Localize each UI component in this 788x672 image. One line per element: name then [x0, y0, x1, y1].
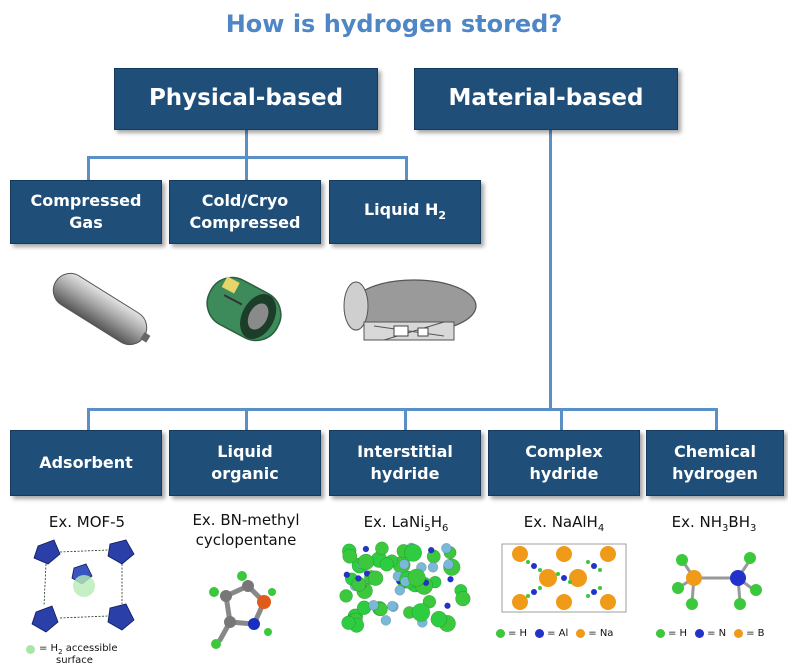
lattice-atom: [386, 600, 398, 612]
connector: [87, 408, 90, 430]
lattice-atom: [430, 610, 448, 628]
connector: [560, 408, 563, 430]
box-label-line1: Cold/Cryo: [201, 191, 289, 211]
lattice-atom: [404, 543, 423, 562]
liquid-h2-tank-image: [343, 279, 477, 341]
bn-methyl-cyclopentane-image: [209, 571, 276, 649]
naalh4-structure-image: [501, 543, 627, 613]
connector: [404, 408, 407, 430]
example-bn-methyl: Ex. BN-methyl cyclopentane: [170, 511, 322, 550]
box-label-line2: hydride: [370, 464, 440, 483]
liquid-organic-box: Liquid organic: [169, 430, 321, 496]
compressed-gas-box: Compressed Gas: [10, 180, 162, 244]
physical-based-box: Physical-based: [114, 68, 378, 130]
physical-based-label: Physical-based: [148, 85, 344, 112]
connector: [245, 130, 248, 158]
example-line1: Ex. BN-methyl: [192, 511, 300, 529]
legend-text: = H: [668, 628, 688, 639]
connector: [245, 408, 248, 430]
lattice-atom: [362, 545, 370, 553]
lattice-atom: [355, 575, 362, 582]
box-label-line2: hydride: [529, 464, 599, 483]
box-label: Liquid H2: [363, 200, 447, 223]
interstitial-hydride-box: Interstitial hydride: [329, 430, 481, 496]
chemical-hydrogen-box: Chemical hydrogen: [646, 430, 784, 496]
connector: [87, 156, 90, 180]
legend-dot-icon: [734, 629, 744, 638]
legend-dot-icon: [26, 645, 35, 654]
lattice-atom: [368, 599, 379, 611]
example-nh3bh3: Ex. NH3BH3: [671, 513, 757, 534]
lattice-atom: [443, 559, 454, 570]
legend-dot-icon: [576, 629, 586, 638]
example-naalh4: Ex. NaAlH4: [523, 513, 605, 534]
lattice-atom: [367, 570, 384, 586]
complex-hydride-legend: = H = Al = Na: [496, 628, 613, 639]
lattice-atom: [455, 591, 471, 607]
example-line2: cyclopentane: [195, 530, 297, 549]
nh3bh3-structure-image: [672, 552, 762, 610]
material-based-label: Material-based: [448, 85, 644, 112]
legend-text: = Na: [588, 628, 614, 639]
lattice-atom: [357, 553, 375, 571]
legend-text: = Al: [547, 628, 569, 639]
box-label-line1: Chemical: [674, 442, 756, 462]
connector: [245, 156, 248, 180]
box-label-line2: Compressed: [189, 213, 301, 232]
connector: [87, 408, 717, 411]
connector: [549, 130, 552, 410]
lattice-atom: [427, 546, 435, 554]
lattice-atom: [407, 568, 426, 587]
lattice-atom: [342, 548, 358, 564]
liquid-h2-box: Liquid H2: [329, 180, 481, 244]
legend-dot-icon: [496, 629, 505, 638]
cryo-compressed-box: Cold/Cryo Compressed: [169, 180, 321, 244]
lani5h6-structure-image: [339, 541, 471, 633]
box-label-line1: Liquid: [217, 442, 273, 462]
material-based-box: Material-based: [414, 68, 678, 130]
lattice-atom: [343, 571, 351, 579]
box-label-line1: Compressed: [30, 191, 142, 211]
lattice-atom: [375, 541, 389, 556]
legend-text: = H: [508, 628, 528, 639]
chemical-hydrogen-legend: = H = N = B: [656, 628, 765, 639]
compressed-gas-tank-image: [52, 272, 151, 346]
example-mof5: Ex. MOF-5: [48, 513, 126, 531]
lattice-atom: [339, 589, 353, 603]
connector: [405, 156, 408, 180]
legend-text: = N: [707, 628, 727, 639]
legend-dot-icon: [535, 629, 545, 638]
lattice-atom: [380, 615, 392, 626]
complex-hydride-box: Complex hydride: [488, 430, 640, 496]
connector: [715, 408, 718, 430]
lattice-atom: [422, 595, 437, 609]
box-label-line1: Interstitial: [357, 442, 453, 462]
lattice-atom: [394, 585, 406, 596]
adsorbent-box: Adsorbent: [10, 430, 162, 496]
lattice-atom: [341, 615, 356, 630]
lattice-atom: [379, 557, 394, 572]
lattice-atom: [411, 603, 431, 622]
lattice-atom: [427, 562, 439, 573]
box-label-line2: organic: [211, 464, 279, 483]
legend-text: = B: [746, 628, 765, 639]
lattice-atom: [444, 602, 451, 610]
box-label-line2: hydrogen: [672, 464, 758, 483]
box-label-line1: Adsorbent: [39, 453, 133, 473]
diagram-title: How is hydrogen stored?: [225, 10, 563, 38]
mof-legend: = H2 accessible surface: [26, 643, 117, 666]
legend-dot-icon: [695, 629, 705, 638]
box-label-line2: Gas: [69, 213, 103, 232]
legend-text-line2: surface: [56, 655, 93, 666]
legend-text: = H2 accessible: [39, 643, 118, 656]
mof5-structure-image: [31, 539, 135, 633]
example-lani5h6: Ex. LaNi5H6: [363, 513, 449, 534]
lattice-atom: [398, 559, 410, 570]
legend-dot-icon: [656, 629, 665, 638]
lattice-atom: [447, 576, 454, 583]
lattice-atom: [441, 543, 452, 554]
box-label-line1: Complex: [525, 442, 603, 462]
cryo-compressed-tank-image: [206, 276, 282, 342]
